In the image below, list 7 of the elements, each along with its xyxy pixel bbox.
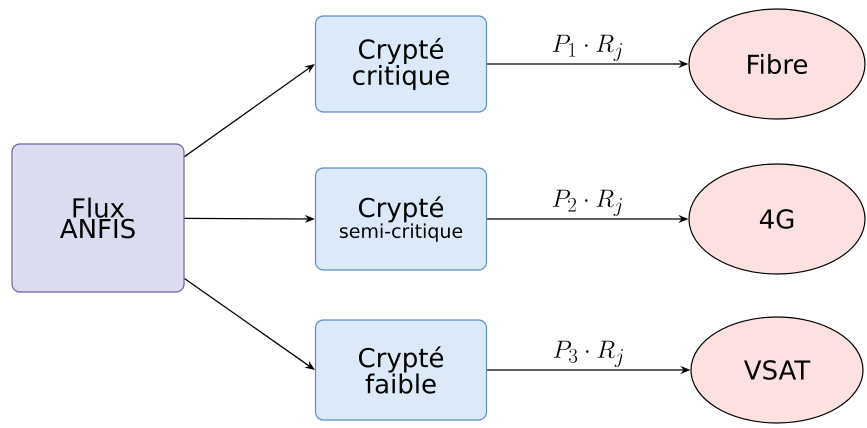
process-box: Crypté semi-critique [314, 167, 488, 271]
edge-label: $P_1 \cdot R_j$ [552, 34, 622, 61]
process-box: Crypté critique [314, 15, 488, 113]
source-box: Flux ANFIS [11, 143, 185, 293]
process-box: Crypté faible [314, 319, 488, 421]
edge-label: $P_2 \cdot R_j$ [552, 190, 622, 216]
edge-label: $P_3 \cdot R_j$ [554, 340, 623, 367]
